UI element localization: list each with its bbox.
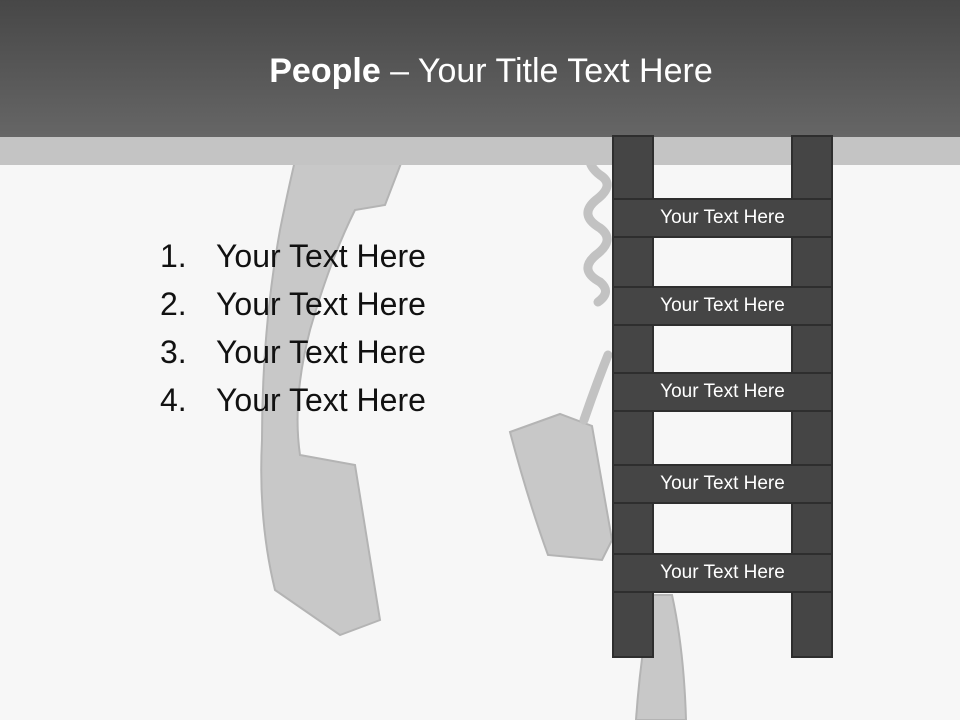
list-item: 4. Your Text Here [160,376,426,424]
ladder-rung-label: Your Text Here [660,207,785,228]
ladder-rung-label: Your Text Here [660,381,785,402]
ladder-rung: Your Text Here [612,198,833,238]
slide-title: People – Your Title Text Here [0,52,960,91]
list-number: 2. [160,286,187,322]
ladder-rung: Your Text Here [612,464,833,504]
list-text: Your Text Here [216,334,426,370]
title-rest: – Your Title Text Here [380,52,713,90]
list-text: Your Text Here [216,286,426,322]
ladder-rung: Your Text Here [612,553,833,593]
ladder-rung: Your Text Here [612,372,833,412]
list-text: Your Text Here [216,382,426,418]
list-number: 4. [160,382,187,418]
ladder-rung-label: Your Text Here [660,562,785,583]
list-number: 3. [160,334,187,370]
numbered-list: 1. Your Text Here 2. Your Text Here 3. Your… [160,232,426,424]
list-number: 1. [160,238,187,274]
ladder-rung-label: Your Text Here [660,295,785,316]
list-item: 3. Your Text Here [160,328,426,376]
title-bold: People [269,52,381,90]
ladder-rung-label: Your Text Here [660,473,785,494]
title-bar [0,0,960,137]
ladder-rung: Your Text Here [612,286,833,326]
list-item: 1. Your Text Here [160,232,426,280]
list-text: Your Text Here [216,238,426,274]
list-item: 2. Your Text Here [160,280,426,328]
